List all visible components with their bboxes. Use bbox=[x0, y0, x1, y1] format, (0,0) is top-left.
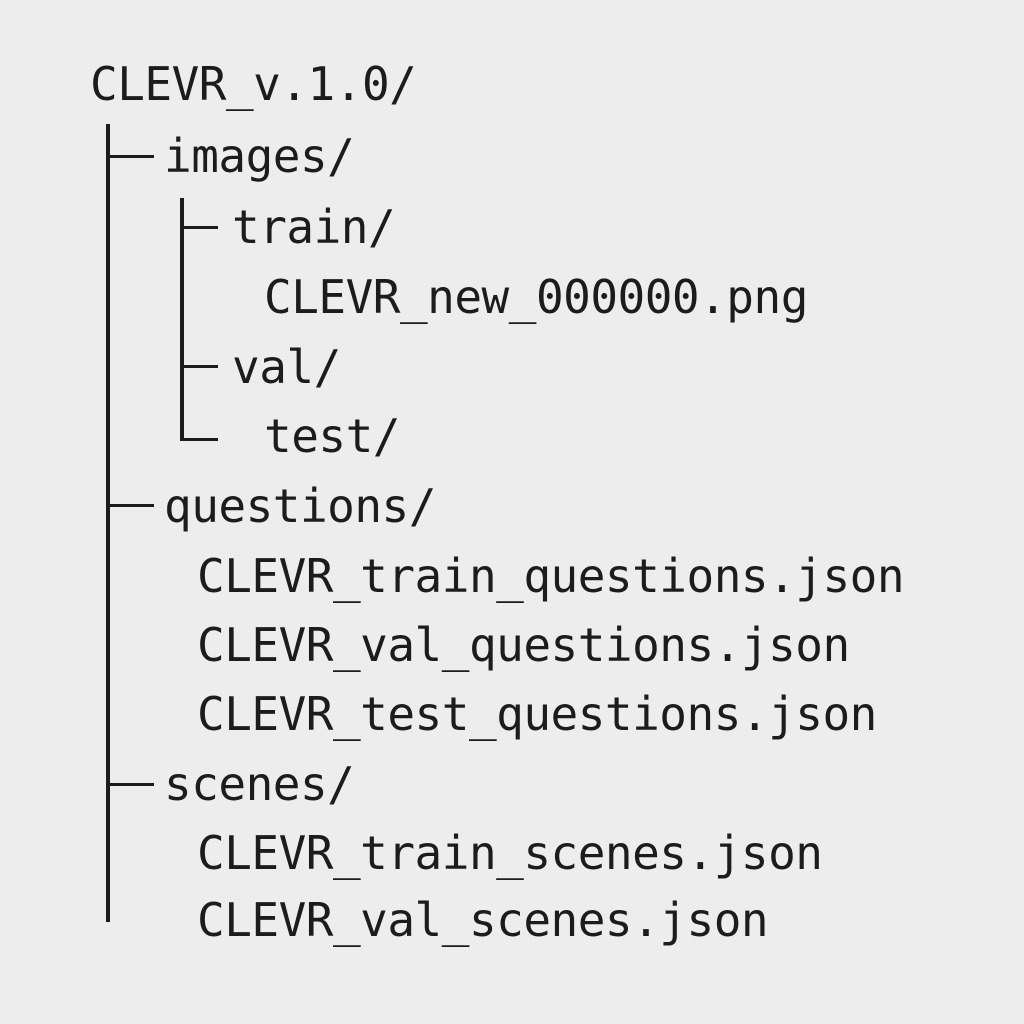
images-folder-label: images/ bbox=[164, 129, 355, 183]
train-folder-label: train/ bbox=[232, 200, 396, 254]
images-subtree-line bbox=[180, 198, 184, 441]
branch-train-line bbox=[180, 226, 218, 229]
scenes-file-label: CLEVR_train_scenes.json bbox=[197, 826, 823, 880]
branch-scenes-line bbox=[106, 783, 154, 786]
root-folder-label: CLEVR_v.1.0/ bbox=[90, 57, 417, 111]
train-file-label: CLEVR_new_000000.png bbox=[264, 270, 808, 324]
branch-test-line bbox=[180, 438, 218, 441]
val-folder-label: val/ bbox=[232, 340, 341, 394]
scenes-folder-label: scenes/ bbox=[164, 757, 355, 811]
questions-file-label: CLEVR_train_questions.json bbox=[197, 549, 905, 603]
branch-questions-line bbox=[106, 504, 154, 507]
questions-file-label: CLEVR_test_questions.json bbox=[197, 687, 877, 741]
questions-folder-label: questions/ bbox=[164, 479, 436, 533]
branch-val-line bbox=[180, 365, 218, 368]
tree-trunk-line bbox=[106, 124, 110, 922]
branch-images-line bbox=[106, 155, 154, 158]
test-folder-label: test/ bbox=[264, 409, 400, 463]
scenes-file-label: CLEVR_val_scenes.json bbox=[197, 893, 769, 947]
questions-file-label: CLEVR_val_questions.json bbox=[197, 618, 850, 672]
